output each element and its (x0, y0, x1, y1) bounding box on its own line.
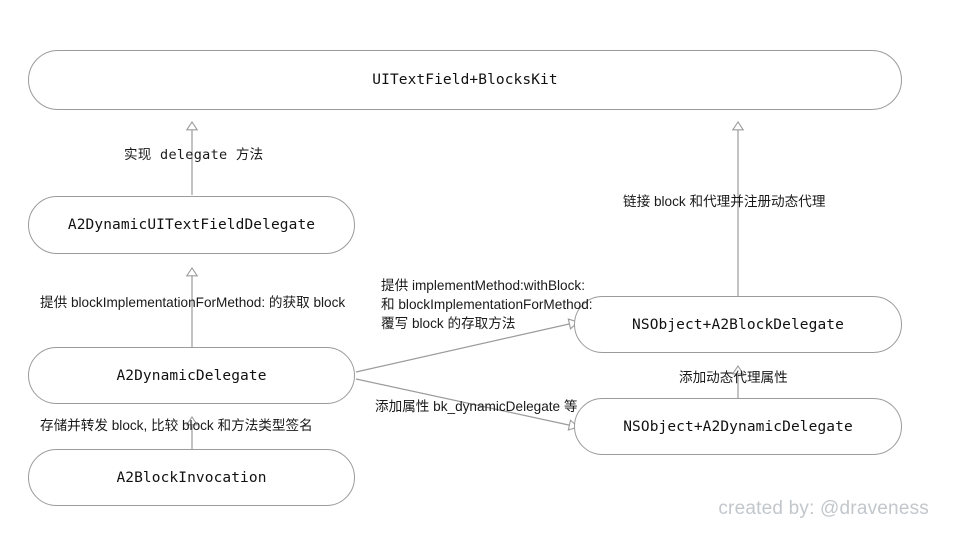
node-a2dynamicuitextfielddelegate[interactable]: A2DynamicUITextFieldDelegate (28, 196, 355, 254)
node-uitextfield-blockskit[interactable]: UITextField+BlocksKit (28, 50, 902, 110)
watermark-credit: created by: @draveness (718, 498, 929, 519)
node-a2dynamicdelegate[interactable]: A2DynamicDelegate (28, 347, 355, 404)
node-a2blockinvocation[interactable]: A2BlockInvocation (28, 449, 355, 506)
edge-line-e5 (355, 322, 578, 373)
edge-label-provide-implement-method-with-block: 提供 implementMethod:withBlock: 和 blockImp… (381, 278, 593, 331)
edge-label-link-block-register-dynamic-delegate: 链接 block 和代理并注册动态代理 (623, 194, 826, 209)
edge-line-e6 (355, 378, 578, 427)
node-nsobject-a2blockdelegate[interactable]: NSObject+A2BlockDelegate (574, 296, 902, 353)
edge-label-store-forward-block: 存储并转发 block, 比较 block 和方法类型签名 (40, 418, 313, 433)
node-nsobject-a2dynamicdelegate[interactable]: NSObject+A2DynamicDelegate (574, 398, 902, 455)
edge-label-provide-block-implementation-getter: 提供 blockImplementationForMethod: 的获取 blo… (40, 295, 346, 310)
edge-label-implements-delegate: 实现 delegate 方法 (124, 147, 264, 163)
edge-label-add-dynamic-delegate-property: 添加动态代理属性 (679, 370, 788, 385)
edge-label-add-property-bk-dynamic-delegate: 添加属性 bk_dynamicDelegate 等 (375, 399, 578, 414)
